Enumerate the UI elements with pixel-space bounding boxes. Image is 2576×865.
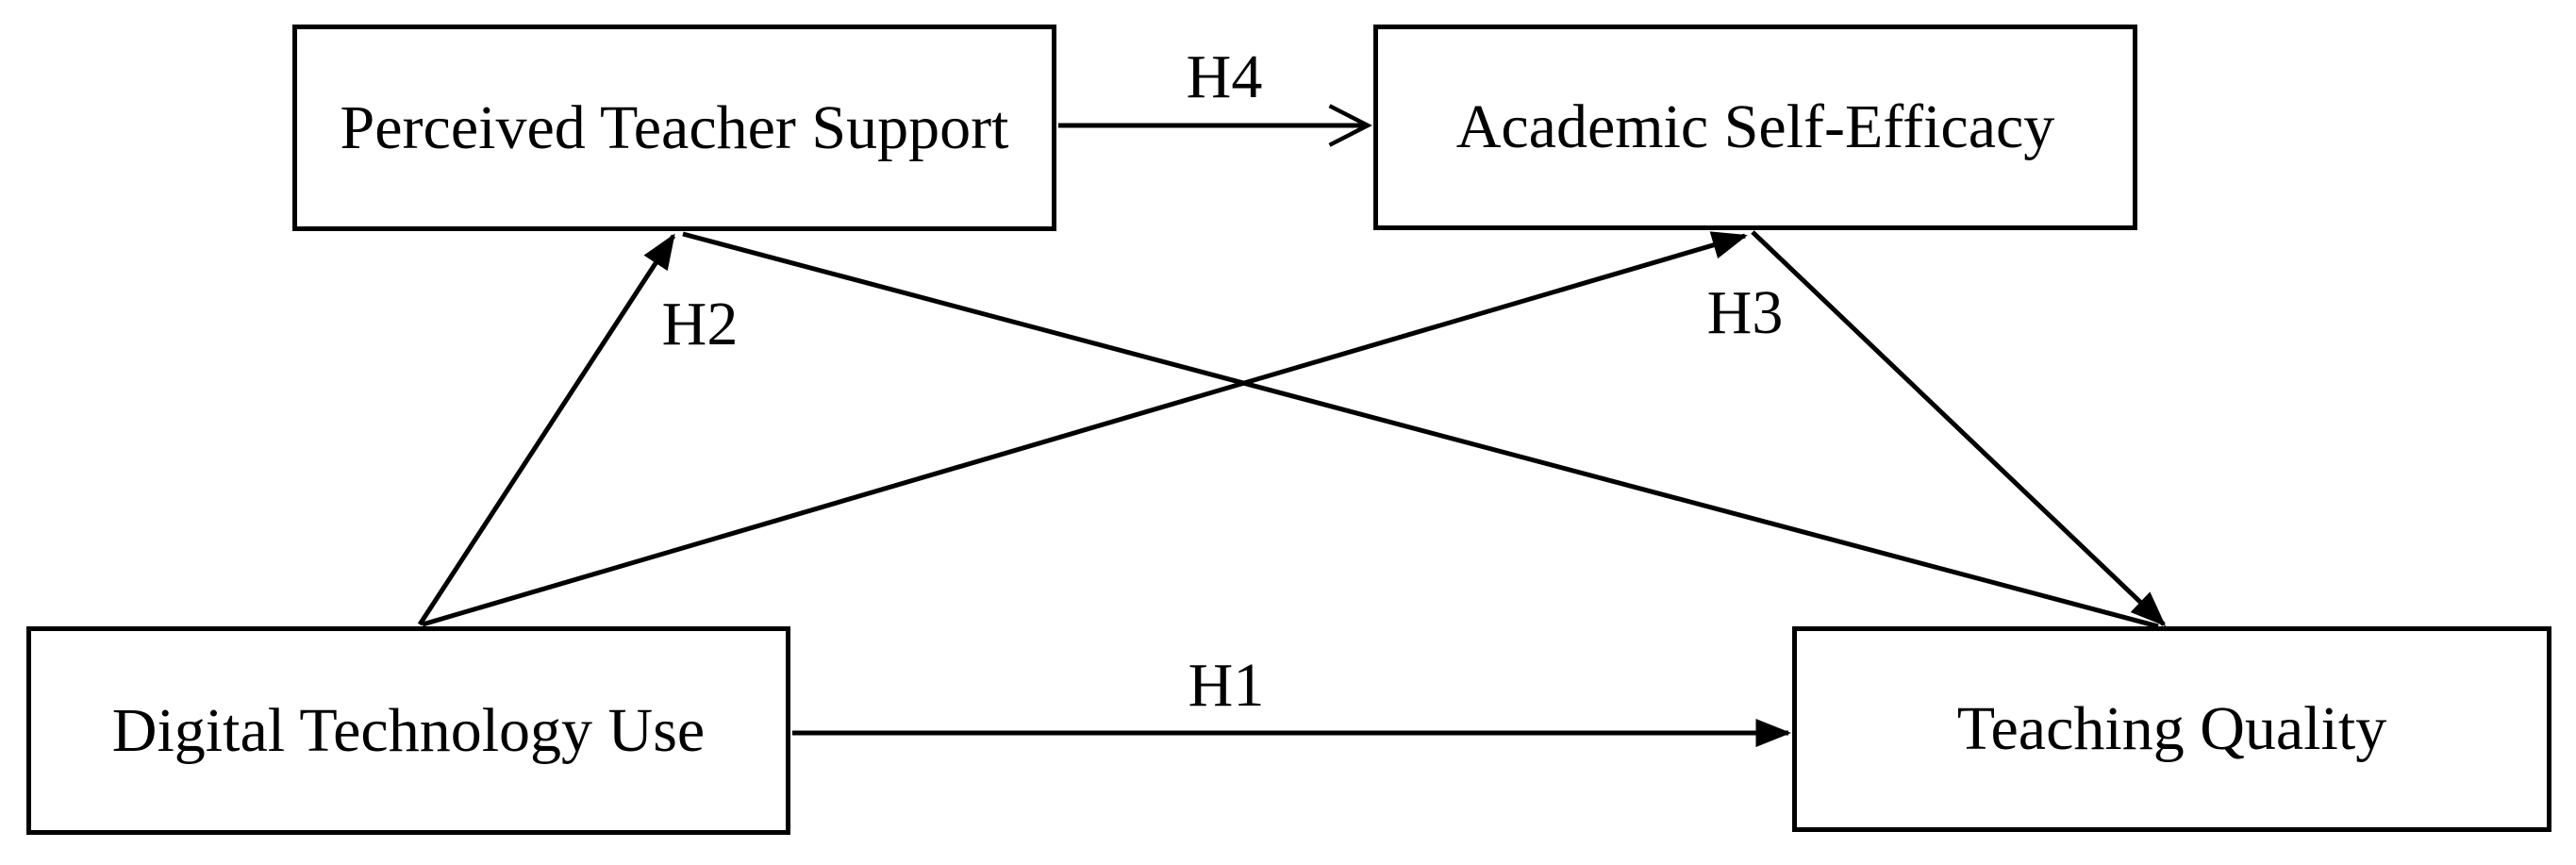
edge-label-h4: H4 <box>1186 42 1263 111</box>
arrow-pts-to-tq <box>682 231 2159 629</box>
edge-label-h2: H2 <box>661 290 739 358</box>
arrow-h2-dtu-to-pts <box>417 233 676 626</box>
arrow-ase-to-tq <box>1751 230 2167 627</box>
node-perceived-teacher-support: Perceived Teacher Support <box>292 25 1056 231</box>
node-label-perceived-teacher-support: Perceived Teacher Support <box>340 92 1009 162</box>
node-label-teaching-quality: Teaching Quality <box>1956 694 2387 763</box>
node-digital-technology-use: Digital Technology Use <box>26 626 790 835</box>
arrow-h3-dtu-to-ase <box>422 231 1748 627</box>
node-label-digital-technology-use: Digital Technology Use <box>111 695 706 765</box>
node-academic-self-efficacy: Academic Self-Efficacy <box>1373 25 2137 230</box>
edge-label-h3: H3 <box>1706 278 1784 347</box>
edge-label-h1: H1 <box>1188 651 1265 720</box>
node-teaching-quality: Teaching Quality <box>1792 626 2551 832</box>
node-label-academic-self-efficacy: Academic Self-Efficacy <box>1455 92 2055 161</box>
